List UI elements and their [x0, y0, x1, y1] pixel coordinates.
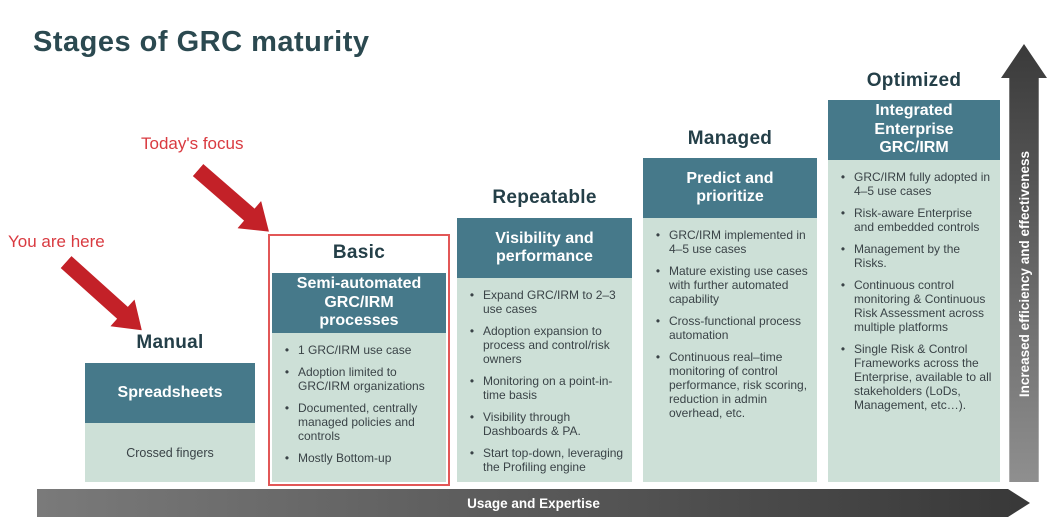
stage-bullet: • Risk-aware Enterprise and embedded cont…	[838, 206, 992, 234]
bullet-dot-icon: •	[469, 288, 475, 302]
todays-focus-arrow-icon	[186, 156, 281, 245]
bullet-dot-icon: •	[655, 350, 661, 365]
bullet-dot-icon: •	[284, 451, 290, 466]
stage-body: • GRC/IRM implemented in 4–5 use cases • Ma…	[643, 218, 817, 482]
x-axis-arrow: Usage and Expertise	[37, 489, 1030, 517]
bullet-dot-icon: •	[840, 170, 846, 184]
bullet-text: Adoption limited to GRC/IRM organization…	[298, 365, 425, 394]
bullet-dot-icon: •	[284, 365, 290, 380]
bullet-dot-icon: •	[469, 324, 475, 339]
y-axis-label: Increased efficiency and effectiveness	[1016, 150, 1032, 398]
stage-headline: Predict and prioritize	[643, 158, 817, 218]
bullet-text: Monitoring on a point-in-time basis	[483, 374, 613, 403]
stage-bullet: • Adoption expansion to process and contr…	[467, 324, 624, 366]
x-axis-label: Usage and Expertise	[467, 495, 600, 511]
stage-bullet: • 1 GRC/IRM use case	[282, 343, 438, 357]
stage-bullet: • Adoption limited to GRC/IRM organizatio…	[282, 365, 438, 393]
stage-bullet: • Continuous real–time monitoring of cont…	[653, 350, 809, 420]
stage-bullet: • Single Risk & Control Frameworks across…	[838, 342, 992, 412]
bullet-text: Continuous real–time monitoring of contr…	[669, 350, 808, 421]
bullet-text: Expand GRC/IRM to 2–3 use cases	[483, 288, 616, 317]
stage-body: •GRC/IRM fully adopted in 4–5 use cases•…	[828, 160, 1000, 482]
bullet-text: Single Risk & Control Frameworks across …	[854, 342, 992, 413]
stage-title: Managed	[687, 128, 773, 149]
stage-bullet: • Mostly Bottom-up	[282, 451, 438, 465]
stage-column-optimized: Optimized Integrated Enterprise GRC/IRM …	[828, 68, 1000, 482]
bullet-dot-icon: •	[655, 314, 661, 329]
stage-bullet: • Expand GRC/IRM to 2–3 use cases	[467, 288, 624, 316]
stage-bullet: • Start top-down, leveraging the Profilin…	[467, 446, 624, 474]
stage-bullet: • Documented, centrally managed policies …	[282, 401, 438, 443]
todays-focus-label: Today's focus	[141, 134, 244, 153]
bullet-dot-icon: •	[469, 410, 475, 425]
bullet-text: Risk-aware Enterprise and embedded contr…	[854, 206, 980, 235]
stage-title: Optimized	[866, 70, 962, 91]
stage-body: • Expand GRC/IRM to 2–3 use cases • Adoptio…	[457, 278, 632, 482]
stage-headline: Integrated Enterprise GRC/IRM	[828, 100, 1000, 160]
stage-bullet: • GRC/IRM fully adopted in 4–5 use cases	[838, 170, 992, 198]
bullet-dot-icon: •	[284, 343, 290, 357]
stage-body: • 1 GRC/IRM use case • Adoption limited to …	[272, 333, 446, 482]
page-title: Stages of GRC maturity	[33, 26, 370, 58]
stage-title: Manual	[136, 332, 204, 353]
stage-body: Crossed fingers	[85, 423, 255, 482]
bullet-dot-icon: •	[840, 342, 846, 357]
bullet-text: Documented, centrally managed policies a…	[298, 401, 418, 444]
bullet-text: Continuous control monitoring & Continuo…	[854, 278, 986, 335]
bullet-text: Visibility through Dashboards & PA.	[483, 410, 581, 439]
stage-column-manual: Manual Spreadsheets Crossed fingers	[85, 328, 255, 482]
stage-column-basic: Basic Semi-automated GRC/IRM processes •…	[268, 234, 450, 486]
bullet-dot-icon: •	[840, 242, 846, 257]
bullet-text: Mature existing use cases with further a…	[669, 264, 808, 307]
bullet-text: Mostly Bottom-up	[298, 451, 392, 466]
bullet-dot-icon: •	[284, 401, 290, 416]
bullet-dot-icon: •	[655, 228, 661, 242]
bullet-text: Start top-down, leveraging the Profiling…	[483, 446, 624, 475]
you-are-here-label: You are here	[8, 232, 105, 251]
stage-bullet: • Monitoring on a point-in-time basis	[467, 374, 624, 402]
stage-column-managed: Managed Predict and prioritize • GRC/IRM …	[643, 126, 817, 482]
stage-bullet: • GRC/IRM implemented in 4–5 use cases	[653, 228, 809, 256]
stage-title: Repeatable	[492, 187, 597, 208]
bullet-dot-icon: •	[655, 264, 661, 279]
stage-headline: Semi-automated GRC/IRM processes	[272, 273, 446, 333]
stage-bullet: • Visibility through Dashboards & PA.	[467, 410, 624, 438]
bullet-text: GRC/IRM implemented in 4–5 use cases	[669, 228, 806, 257]
stage-headline: Spreadsheets	[85, 363, 255, 423]
stage-bullet: • Cross-functional process automation	[653, 314, 809, 342]
stage-bullet: • Management by the Risks.	[838, 242, 992, 270]
bullet-text: 1 GRC/IRM use case	[298, 343, 412, 357]
stage-title: Basic	[332, 242, 386, 263]
bullet-dot-icon: •	[469, 446, 475, 461]
bullet-text: Management by the Risks.	[854, 242, 961, 271]
stage-headline: Visibility and performance	[457, 218, 632, 278]
y-axis-arrow: Increased efficiency and effectiveness	[1001, 44, 1047, 482]
bullet-text: GRC/IRM fully adopted in 4–5 use cases	[854, 170, 991, 199]
bullet-text: Cross-functional process automation	[669, 314, 802, 343]
stage-bullet: • Continuous control monitoring & Continu…	[838, 278, 992, 334]
bullet-dot-icon: •	[469, 374, 475, 389]
stage-note: Crossed fingers	[126, 445, 214, 460]
stage-bullet: • Mature existing use cases with further …	[653, 264, 809, 306]
bullet-dot-icon: •	[840, 278, 846, 293]
stage-column-repeatable: Repeatable Visibility and performance • E…	[457, 183, 632, 482]
bullet-dot-icon: •	[840, 206, 846, 221]
bullet-text: Adoption expansion to process and contro…	[483, 324, 610, 367]
